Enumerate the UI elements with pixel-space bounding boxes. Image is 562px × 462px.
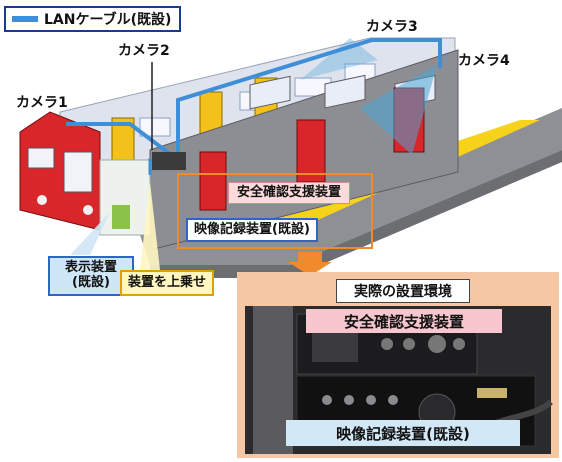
photo-title: 実際の設置環境 [336,279,470,303]
camera-1-label: カメラ1 [16,95,68,111]
camera-2-label: カメラ2 [118,43,170,59]
legend: LANケーブル(既設) [4,6,182,32]
display-device-sub: (既設) [72,274,110,290]
camera4-field-of-view [360,65,437,155]
display-device-label: 表示装置 [64,260,117,275]
platform-edge [150,150,562,278]
display-device-callout: 表示装置 (既設) [48,256,134,296]
highlight-box [177,173,373,249]
platform [140,108,562,265]
headlight [83,205,93,215]
camera-3-label: カメラ3 [366,19,418,35]
photo-caption-video-recorder: 映像記録装置(既設) [286,420,520,446]
headlight [37,195,47,205]
lan-line-swatch [12,16,38,22]
mount-pointer [140,182,160,270]
display-pointer [70,212,110,255]
camera-4-label: カメラ4 [458,53,510,69]
safety-device-callout: 安全確認支援装置 [228,182,351,205]
photo-caption-safety-device: 安全確認支援装置 [306,309,502,333]
down-arrow [288,252,332,276]
mount-callout: 装置を上乗せ [120,270,215,297]
device-stack [152,152,186,170]
train-end-window-left [27,147,55,169]
legend-label: LANケーブル(既設) [44,12,172,28]
seat [112,205,130,229]
train-end-window-right [63,151,93,193]
lan-cable [66,38,442,164]
video-recorder-callout: 映像記録装置(既設) [186,218,318,243]
camera3-field-of-view [300,38,378,80]
